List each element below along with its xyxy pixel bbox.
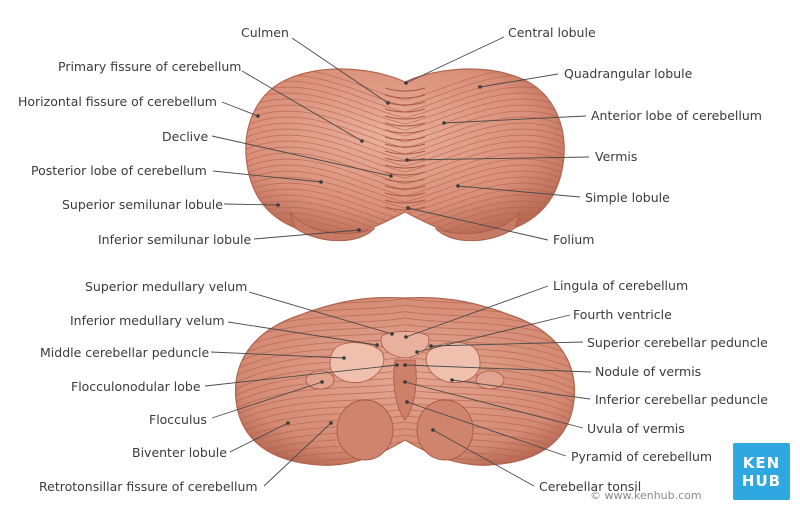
label-anterior-lobe: Anterior lobe of cerebellum — [591, 108, 762, 123]
leader-tonsil — [432, 429, 535, 487]
label-uvula-of-vermis: Uvula of vermis — [587, 421, 685, 436]
label-declive: Declive — [162, 129, 209, 144]
leader-culmen — [291, 37, 389, 104]
label-superior-semilunar-lobule: Superior semilunar lobule — [62, 197, 223, 212]
label-middle-cerebellar-peduncle: Middle cerebellar peduncle — [40, 345, 210, 360]
label-superior-cerebellar-peduncle: Superior cerebellar peduncle — [587, 335, 768, 350]
leader-flocculus — [211, 381, 323, 419]
leader-superior-semilunar — [223, 203, 279, 206]
label-inferior-medullary-velum: Inferior medullary velum — [70, 313, 225, 328]
label-simple-lobule: Simple lobule — [585, 190, 670, 205]
label-retrotonsillar-fissure: Retrotonsillar fissure of cerebellum — [39, 479, 258, 494]
label-cerebellar-tonsil: Cerebellar tonsil — [539, 479, 642, 494]
label-flocculus: Flocculus — [149, 412, 207, 427]
label-biventer-lobule: Biventer lobule — [132, 445, 227, 460]
label-central-lobule: Central lobule — [508, 25, 596, 40]
leader-central-lobule — [405, 36, 505, 84]
leader-horizontal-fissure — [221, 101, 259, 117]
leader-vermis — [406, 156, 590, 161]
label-quadrangular-lobule: Quadrangular lobule — [564, 66, 693, 81]
leader-inferior-peduncle — [451, 379, 591, 400]
leader-pyramid — [406, 401, 567, 457]
label-flocculonodular-lobe: Flocculonodular lobe — [71, 379, 201, 394]
leader-simple-lobule — [457, 185, 581, 198]
label-horizontal-fissure: Horizontal fissure of cerebellum — [18, 94, 217, 109]
label-pyramid-of-cerebellum: Pyramid of cerebellum — [571, 449, 713, 464]
leader-flocculonodular — [204, 364, 398, 387]
label-folium: Folium — [553, 232, 595, 247]
logo-line-1: KEN — [742, 453, 781, 472]
leader-anterior-lobe — [443, 115, 587, 124]
label-superior-medullary-velum: Superior medullary velum — [85, 279, 248, 294]
leader-retrotonsillar — [263, 422, 332, 487]
label-primary-fissure: Primary fissure of cerebellum — [58, 59, 242, 74]
label-lingula: Lingula of cerebellum — [553, 278, 689, 293]
leader-quadrangular — [479, 73, 559, 88]
leader-inferior-semilunar — [253, 229, 360, 240]
leader-declive — [211, 135, 392, 177]
leader-posterior-lobe — [212, 170, 322, 183]
label-culmen: Culmen — [241, 25, 289, 40]
leader-lingula — [405, 285, 549, 338]
label-nodule-of-vermis: Nodule of vermis — [595, 364, 702, 379]
logo-line-2: HUB — [741, 471, 782, 490]
leader-uvula — [404, 381, 584, 429]
label-fourth-ventricle: Fourth ventricle — [573, 307, 672, 322]
leader-superior-medullary-velum — [248, 291, 393, 335]
leader-biventer — [229, 422, 289, 453]
leader-dots — [256, 81, 482, 432]
label-inferior-cerebellar-peduncle: Inferior cerebellar peduncle — [595, 392, 768, 407]
leader-folium — [407, 207, 549, 241]
label-vermis: Vermis — [595, 149, 638, 164]
label-inferior-semilunar-lobule: Inferior semilunar lobule — [98, 232, 252, 247]
superior-view-cerebellum — [245, 68, 565, 242]
leader-lines — [204, 36, 592, 487]
leader-primary-fissure — [241, 70, 363, 142]
kenhub-logo: KEN HUB — [733, 443, 790, 500]
leader-middle-peduncle — [210, 351, 345, 359]
leader-inferior-medullary-velum — [227, 321, 378, 346]
leader-superior-peduncle — [430, 341, 584, 347]
copyright-notice: © www.kenhub.com — [590, 489, 702, 502]
leader-nodule — [404, 364, 592, 373]
label-posterior-lobe: Posterior lobe of cerebellum — [31, 163, 207, 178]
inferior-view-cerebellum — [234, 296, 576, 466]
